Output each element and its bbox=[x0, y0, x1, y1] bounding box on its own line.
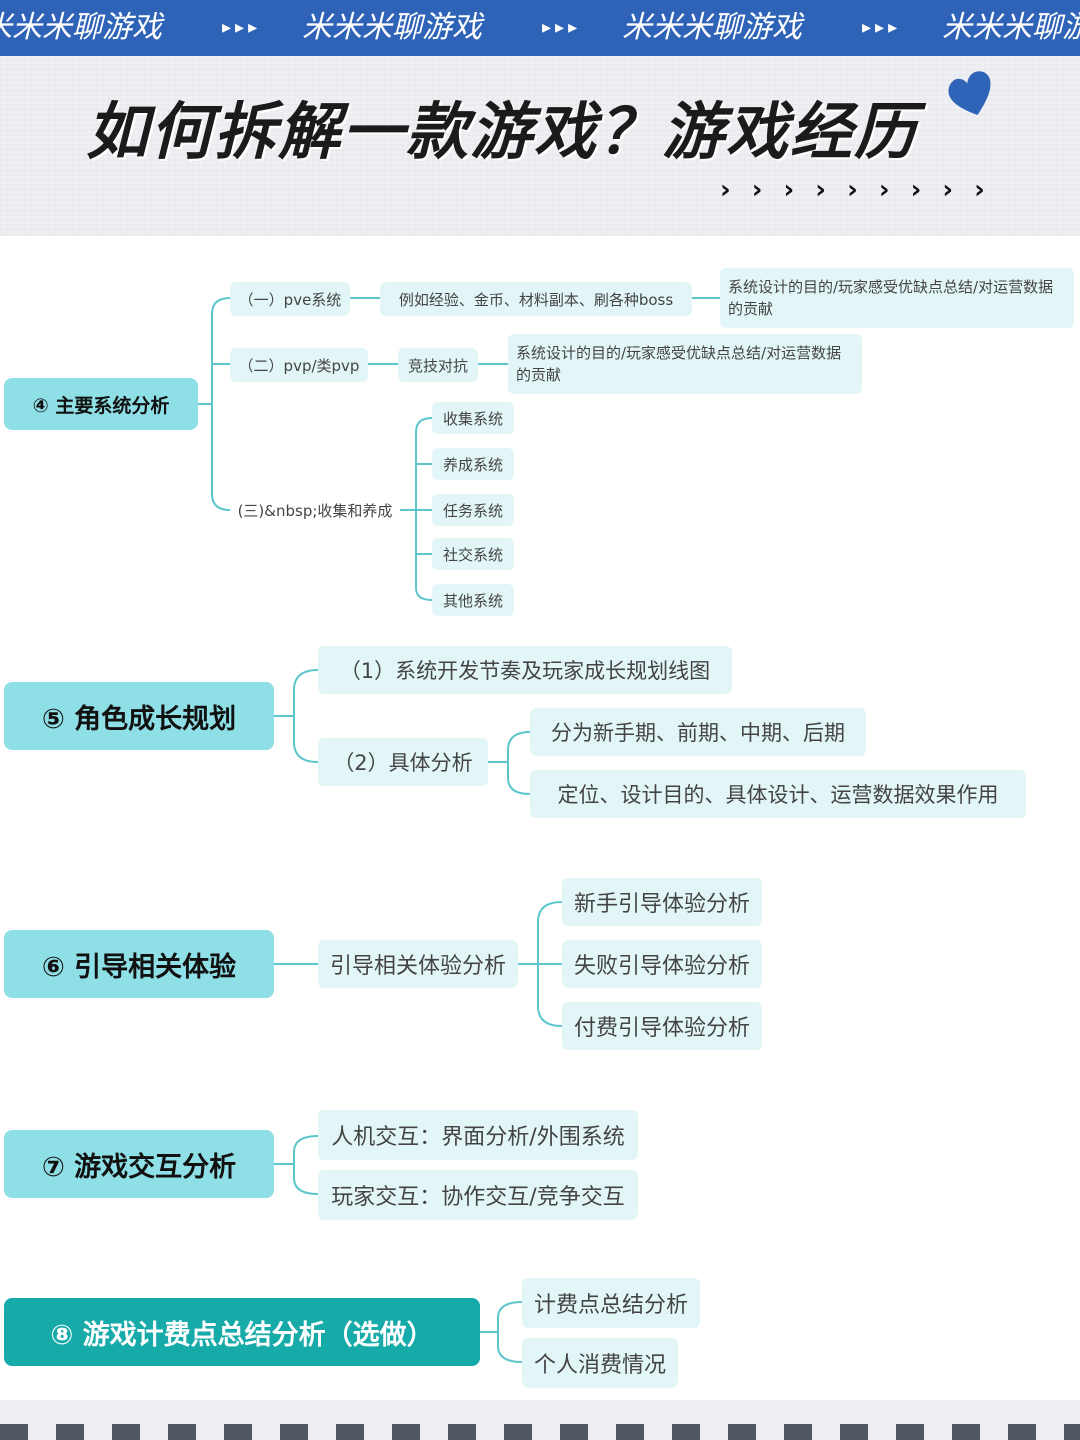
node-pve-goal[interactable]: 系统设计的目的/玩家感受优缺点总结/对运营数据的贡献 bbox=[720, 268, 1074, 328]
node-billing-summary[interactable]: 计费点总结分析 bbox=[522, 1278, 700, 1328]
node-player-interaction[interactable]: 玩家交互：协作交互/竞争交互 bbox=[318, 1170, 638, 1220]
node-guide-analysis[interactable]: 引导相关体验分析 bbox=[318, 940, 518, 988]
node-pve-system[interactable]: （一）pve系统 bbox=[230, 282, 350, 316]
heart-icon bbox=[948, 71, 991, 115]
banner-text: 米米米聊游戏 bbox=[942, 10, 1080, 45]
node-collect-develop[interactable]: (三)&nbsp;收集和养成 bbox=[237, 501, 393, 520]
banner-arrows-icon: ▸▸▸ bbox=[862, 17, 902, 38]
node-role-growth[interactable]: ⑤ 角色成长规划 bbox=[4, 682, 274, 750]
node-pvp-system[interactable]: （二）pvp/类pvp bbox=[230, 348, 368, 382]
node-pve-detail[interactable]: 例如经验、金币、材料副本、刷各种boss bbox=[380, 282, 692, 316]
checker-decoration bbox=[0, 1424, 1080, 1440]
banner-arrows-icon: ▸▸▸ bbox=[222, 17, 262, 38]
node-payment-guide[interactable]: 付费引导体验分析 bbox=[562, 1002, 762, 1050]
header-banner: 米米米聊游戏 ▸▸▸ 米米米聊游戏 ▸▸▸ 米米米聊游戏 ▸▸▸ 米米米聊游戏 bbox=[0, 0, 1080, 56]
node-collect-system[interactable]: 收集系统 bbox=[432, 402, 514, 434]
banner-arrows-icon: ▸▸▸ bbox=[542, 17, 582, 38]
banner-text: 米米米聊游戏 bbox=[0, 10, 162, 45]
node-human-computer[interactable]: 人机交互：界面分析/外围系统 bbox=[318, 1110, 638, 1160]
page-title: 如何拆解一款游戏？游戏经历 bbox=[86, 95, 919, 168]
node-pvp-detail[interactable]: 竞技对抗 bbox=[398, 348, 478, 382]
banner-text: 米米米聊游戏 bbox=[302, 10, 482, 45]
node-newbie-guide[interactable]: 新手引导体验分析 bbox=[562, 878, 762, 926]
node-billing-analysis[interactable]: ⑧ 游戏计费点总结分析（选做） bbox=[4, 1298, 480, 1366]
node-other-system[interactable]: 其他系统 bbox=[432, 584, 514, 616]
node-stage-design[interactable]: 定位、设计目的、具体设计、运营数据效果作用 bbox=[530, 770, 1026, 818]
node-pvp-goal[interactable]: 系统设计的目的/玩家感受优缺点总结/对运营数据的贡献 bbox=[508, 334, 862, 394]
node-failure-guide[interactable]: 失败引导体验分析 bbox=[562, 940, 762, 988]
node-guide-experience[interactable]: ⑥ 引导相关体验 bbox=[4, 930, 274, 998]
node-develop-system[interactable]: 养成系统 bbox=[432, 448, 514, 480]
node-task-system[interactable]: 任务系统 bbox=[432, 494, 514, 526]
node-growth-roadmap[interactable]: （1）系统开发节奏及玩家成长规划线图 bbox=[318, 646, 732, 694]
banner-text: 米米米聊游戏 bbox=[622, 10, 802, 45]
node-personal-spending[interactable]: 个人消费情况 bbox=[522, 1338, 678, 1388]
node-main-system-analysis[interactable]: ④ 主要系统分析 bbox=[4, 378, 198, 430]
node-game-interaction[interactable]: ⑦ 游戏交互分析 bbox=[4, 1130, 274, 1198]
node-social-system[interactable]: 社交系统 bbox=[432, 538, 514, 570]
chevrons-icon: › › › › › › › › › bbox=[720, 175, 991, 205]
node-growth-stages[interactable]: 分为新手期、前期、中期、后期 bbox=[530, 708, 866, 756]
node-detail-analysis[interactable]: （2）具体分析 bbox=[318, 738, 488, 786]
title-area: 如何拆解一款游戏？游戏经历 › › › › › › › › › bbox=[0, 56, 1080, 236]
